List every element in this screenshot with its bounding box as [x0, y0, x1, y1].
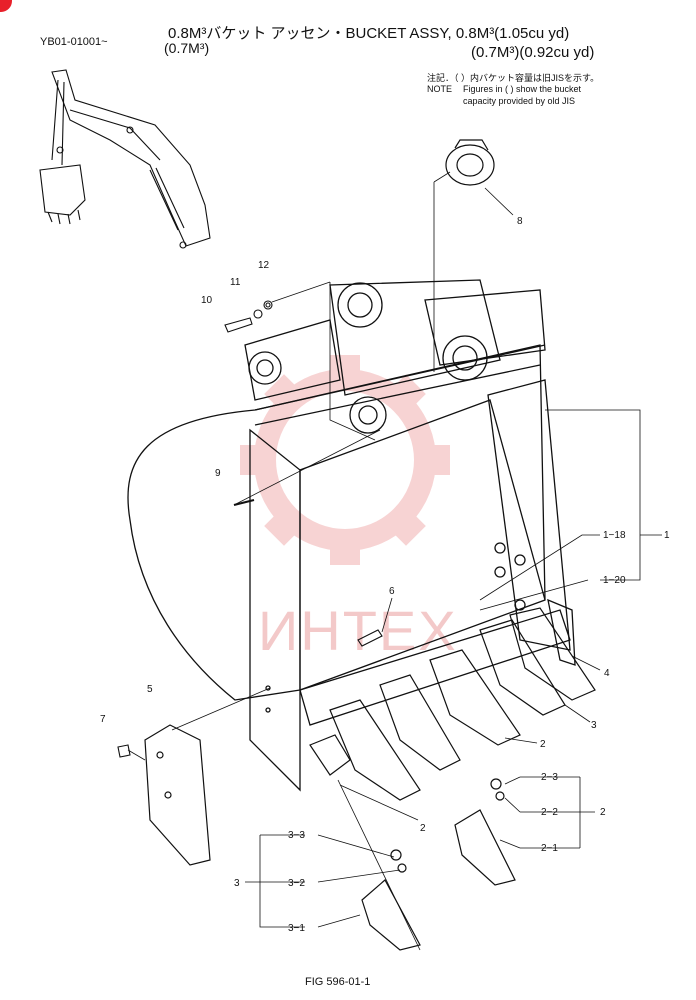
- part-7-nut: [117, 744, 131, 758]
- watermark-gear: [240, 355, 450, 565]
- callout-1-20: 1−20: [603, 575, 626, 586]
- watermark-text: ИНТЕХ: [258, 599, 458, 662]
- part-8-hub: [445, 139, 495, 186]
- callout-2-1: 2−1: [541, 843, 558, 854]
- callout-2-group: 2: [600, 807, 606, 818]
- callout-2-2: 2−2: [541, 807, 558, 818]
- exploded-tooth-2: [454, 778, 516, 886]
- callout-2-right: 2: [540, 739, 546, 750]
- callout-2-center: 2: [420, 823, 426, 834]
- note-english-line1: Figures in ( ) show the bucket: [463, 84, 582, 94]
- callout-3-1: 3−1: [288, 923, 305, 934]
- bolt-10-washer-11-nut-12: [224, 300, 273, 333]
- leader-lines: [127, 171, 662, 951]
- callout-10: 10: [201, 295, 213, 306]
- part-6-bolt: [357, 629, 383, 647]
- title-capacity-left: (0.7M³): [164, 40, 210, 56]
- callout-2-3: 2−3: [541, 772, 558, 783]
- page-title: 0.8M³バケット アッセン・BUCKET ASSY, 0.8M³(1.05cu…: [168, 25, 570, 42]
- figure-number: FIG 596-01-1: [305, 976, 371, 988]
- callout-9: 9: [215, 468, 221, 479]
- callout-5: 5: [147, 684, 153, 695]
- callout-11: 11: [230, 277, 241, 288]
- callout-3: 3: [591, 720, 597, 731]
- callout-3-2: 3−2: [288, 878, 305, 889]
- note-japanese: 注記．（ ）内バケット容量は旧JISを示す。: [427, 73, 600, 83]
- note-label: NOTE: [427, 84, 453, 94]
- callout-8: 8: [517, 216, 523, 227]
- part-5-side-cutter: [144, 724, 211, 866]
- excavator-arm-sketch: [39, 69, 211, 249]
- title-capacity-right: (0.7M³)(0.92cu yd): [471, 44, 595, 61]
- callout-7: 7: [100, 714, 106, 725]
- callout-12: 12: [258, 260, 270, 271]
- callout-6: 6: [389, 586, 395, 597]
- bucket-body: [127, 279, 576, 792]
- callout-1: 1: [664, 530, 670, 541]
- exploded-tooth-3: [361, 849, 421, 951]
- callout-3-3: 3−3: [288, 830, 305, 841]
- callout-4: 4: [604, 668, 610, 679]
- bucket-teeth: [309, 607, 596, 801]
- callout-1-18: 1−18: [603, 530, 626, 541]
- part-9-pin: [233, 499, 255, 506]
- callout-3-group: 3: [234, 878, 240, 889]
- note-english-line2: capacity provided by old JIS: [463, 96, 576, 106]
- model-code: YB01-01001~: [40, 36, 108, 48]
